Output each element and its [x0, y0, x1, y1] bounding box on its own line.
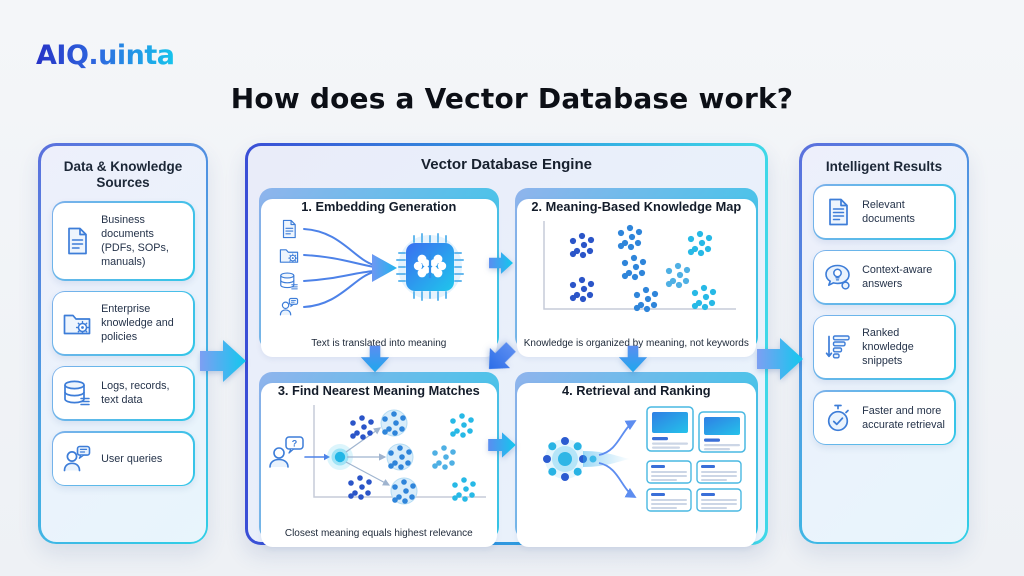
step-title: 3. Find Nearest Meaning Matches [277, 382, 480, 398]
source-card-label: Logs, records, text data [101, 380, 170, 407]
sources-panel-title: Data & Knowledge Sources [63, 158, 183, 191]
chip-pins [395, 232, 464, 301]
step-title: 2. Meaning-Based Knowledge Map [531, 198, 742, 214]
user-question-icon: ? [268, 436, 304, 468]
brain-icon [413, 254, 446, 278]
source-card-logs-records: Logs, records, text data [51, 365, 195, 422]
result-card-relevant-documents: Relevant documents [812, 184, 956, 240]
source-card-label: Enterprise knowledge and policies [101, 303, 174, 344]
result-card-large [698, 411, 747, 453]
vector-cluster-icon [543, 436, 597, 481]
query-vector-dot [334, 451, 345, 462]
cluster-map-illustration [543, 220, 737, 312]
engine-panel-title: Vector Database Engine [421, 156, 592, 173]
step-knowledge-map: 2. Meaning-Based Knowledge Map Knowledge… [515, 188, 758, 357]
embedding-illustration [279, 219, 464, 316]
results-panel-title: Intelligent Results [825, 158, 943, 174]
results-panel: Intelligent Results Relevant documents C… [799, 143, 969, 544]
step-retrieval-ranking: 4. Retrieval and Ranking [515, 372, 758, 547]
svg-text:?: ? [292, 438, 298, 448]
flow-arrow-sources-to-engine [200, 340, 246, 382]
nearest-match-illustration: ? [268, 404, 486, 505]
result-card-label: Context-aware answers [862, 264, 933, 291]
result-card-context-aware: Context-aware answers [812, 249, 956, 305]
result-card-faster-retrieval: Faster and more accurate retrieval [812, 390, 956, 446]
step-title: 4. Retrieval and Ranking [561, 382, 711, 398]
stopwatch-icon [822, 402, 854, 434]
source-card-label: User queries [101, 452, 163, 465]
folder-gear-icon [61, 307, 93, 339]
arrow-step2-to-step3 [488, 342, 516, 370]
step-caption: Knowledge is organized by meaning, not k… [523, 337, 749, 349]
result-card-small [696, 460, 742, 484]
step-title: 1. Embedding Generation [301, 198, 457, 214]
source-card-user-queries: User queries [51, 431, 195, 487]
document-lines-icon [822, 196, 854, 228]
retrieval-illustration [543, 406, 747, 512]
arrow-step3-to-step4 [488, 432, 516, 458]
step-embedding-generation: 1. Embedding Generation [259, 188, 499, 357]
source-card-business-documents: Business documents (PDFs, SOPs, manuals) [51, 201, 195, 281]
arrow-step2-to-step4 [618, 345, 648, 373]
step-caption: Text is translated into meaning [311, 337, 447, 349]
user-query-icon [61, 443, 93, 475]
page-title: How does a Vector Database work? [230, 82, 794, 115]
result-card-ranked-snippets: Ranked knowledge snippets [812, 314, 956, 381]
result-card-label: Ranked knowledge snippets [862, 327, 914, 368]
sources-panel: Data & Knowledge Sources Business docume… [38, 143, 208, 544]
result-card-small [696, 488, 742, 512]
brand-logo: AIQ.uinta [36, 40, 175, 71]
arrow-step1-to-step2 [489, 252, 513, 274]
result-card-small [646, 488, 692, 512]
source-card-enterprise-knowledge: Enterprise knowledge and policies [51, 290, 195, 356]
document-icon [61, 225, 93, 257]
source-card-label: Business documents (PDFs, SOPs, manuals) [101, 213, 169, 268]
chat-lightbulb-icon [822, 261, 854, 293]
step-nearest-matches: 3. Find Nearest Meaning Matches ? [259, 372, 499, 547]
result-card-large [646, 406, 695, 452]
step-caption: Closest meaning equals highest relevance [284, 527, 473, 539]
flow-arrow-engine-to-results [757, 338, 803, 380]
arrow-step1-to-step3 [360, 345, 390, 373]
result-card-small [646, 460, 692, 484]
result-card-label: Faster and more accurate retrieval [862, 404, 945, 431]
database-icon [61, 377, 93, 409]
result-card-label: Relevant documents [862, 198, 915, 225]
ranked-list-icon [822, 331, 854, 363]
